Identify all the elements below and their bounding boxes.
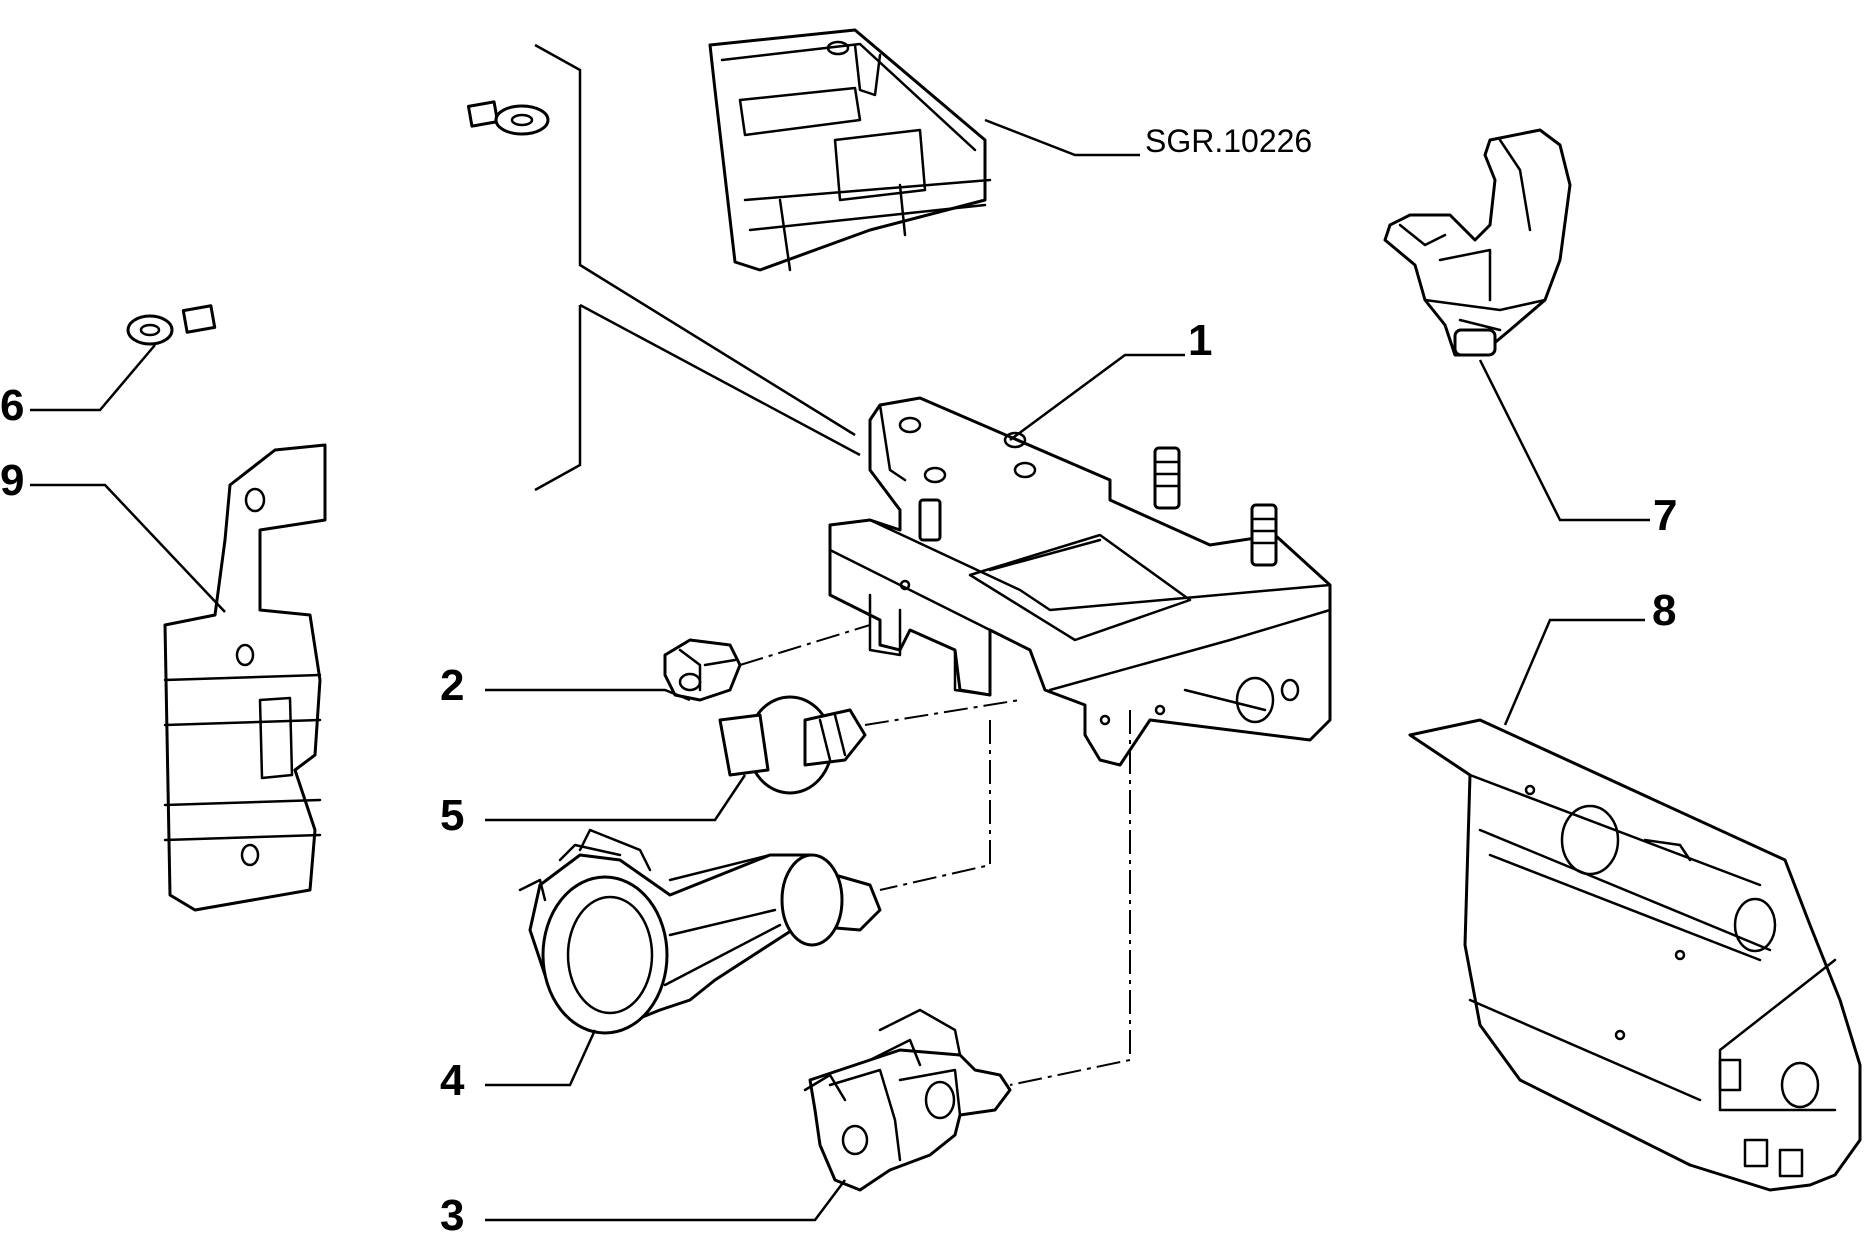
fastener-axis-line (864, 699, 1021, 726)
assembly-guide-diagonal (579, 303, 861, 457)
holder-axis-line (879, 720, 991, 891)
callout-1-leader (1009, 353, 1185, 442)
ecu-control-unit (708, 28, 992, 272)
earth-cable (126, 100, 550, 346)
callout-8-leader (1503, 618, 1645, 726)
pipe-clamp (803, 1008, 1012, 1192)
drawing-reference-label: SGR.10226 (1145, 123, 1312, 159)
small-clip (663, 638, 742, 702)
connector-holder (1383, 128, 1572, 357)
callout-7: 7 (1653, 491, 1677, 540)
clamp-axis-line (1009, 710, 1131, 1086)
main-support-bracket (828, 396, 1332, 767)
bracket-plate (163, 443, 327, 912)
callout-5-leader (485, 774, 747, 822)
callout-2-leader (485, 688, 691, 702)
callout-4-leader (485, 1029, 597, 1087)
callout-1: 1 (1188, 316, 1212, 365)
callout-9: 9 (0, 456, 24, 505)
mounting-panel (1408, 718, 1862, 1192)
callout-5: 5 (440, 791, 464, 840)
clip-axis-line (739, 624, 871, 666)
push-in-fastener (718, 695, 867, 795)
callout-8: 8 (1652, 586, 1676, 635)
callout-6-leader (30, 344, 156, 412)
ecu-leader (984, 118, 1140, 157)
callout-6: 6 (0, 381, 24, 430)
assembly-guide-upper (534, 43, 856, 437)
callout-9-leader (30, 483, 226, 613)
callout-7-leader (1478, 359, 1650, 522)
double-pipe-holder (518, 828, 882, 1035)
assembly-guide-lower (534, 305, 582, 492)
callout-4: 4 (440, 1056, 465, 1105)
callout-3-leader (485, 1179, 846, 1222)
callout-2: 2 (440, 661, 464, 710)
callout-3: 3 (440, 1191, 464, 1233)
